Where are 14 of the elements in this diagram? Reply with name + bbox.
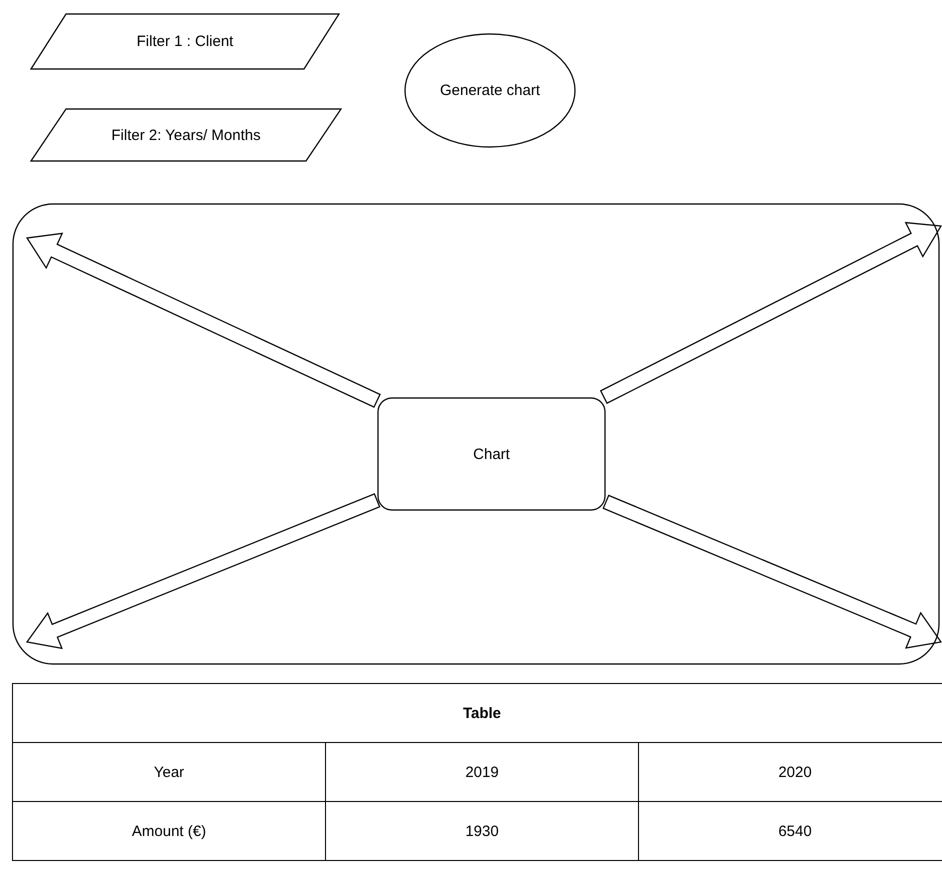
filter-parallelogram: Filter 2: Years/ Months — [30, 108, 342, 162]
hollow-arrow — [26, 493, 380, 650]
table-value: 1930 — [326, 802, 638, 860]
chart-box: Chart — [377, 397, 606, 511]
table-value: 2019 — [326, 742, 638, 802]
hollow-arrow — [26, 232, 381, 408]
hollow-arrow — [600, 222, 942, 404]
hollow-arrow — [602, 494, 942, 649]
row-label: Amount (€) — [12, 802, 326, 860]
row-label: Year — [12, 742, 326, 802]
chart-area-panel — [12, 203, 940, 665]
filter-parallelogram: Filter 1 : Client — [30, 13, 340, 70]
table-title: Table — [12, 684, 942, 742]
action-ellipse: Generate chart — [404, 33, 576, 148]
